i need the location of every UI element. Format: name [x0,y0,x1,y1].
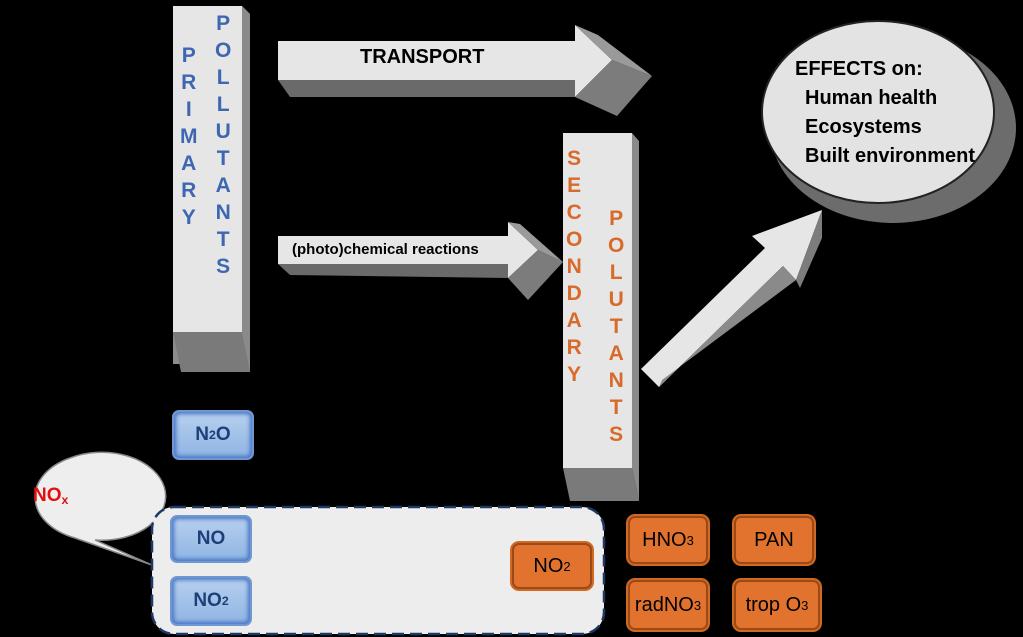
effects-item-ecosystems: Ecosystems [805,116,922,138]
effects-item-built: Built environment [805,145,976,167]
secondary-col1-letter: D [566,282,582,305]
hno3-a: HNO [642,528,687,551]
primary-col1-letter: A [181,152,197,175]
n2o-sub: 2 [209,428,216,442]
secondary-col1-letter: E [567,174,582,197]
reactions-label: (photo)chemical reactions [292,241,479,258]
effects-text: EFFECTS on: Human health Ecosystems Buil… [795,55,975,171]
primary-col2-letter: L [216,66,230,89]
secondary-col1-letter: R [566,336,582,359]
no2p-a: NO [193,590,222,611]
nox-sub: x [61,493,69,508]
effects-ellipse [761,20,995,204]
secondary-col1-letter: O [566,228,583,251]
transport-top-label: TRANSPORT [360,46,485,68]
nox-main: NO [33,485,62,506]
primary-col1-letter: Y [181,206,196,229]
secondary-col1-letter: N [566,255,582,278]
primary-col2-letter: A [215,174,231,197]
primary-col2-letter: O [215,39,232,62]
primary-col1-letter: R [181,71,197,94]
hno3-sub: 3 [686,532,694,548]
primary-col2-letter: U [215,120,231,143]
species-pan: PAN [734,516,814,564]
secondary-pillar [563,133,632,468]
tropo3-a: trop O [745,593,802,616]
tropo3-sub: 3 [801,597,809,613]
pan-text: PAN [754,528,794,551]
secondary-col2-letter: L [609,261,623,284]
primary-col2-letter: T [216,228,230,251]
species-no: NO [170,515,252,563]
primary-col2-letter: L [216,93,230,116]
no-text: NO [196,528,226,549]
secondary-col1-letter: A [566,309,582,332]
secondary-col2-letter: T [609,396,623,419]
effects-item-health: Human health [805,87,938,109]
primary-col1-letter: P [181,44,196,67]
nox-callout [34,451,167,566]
secondary-col2-letter: N [608,369,624,392]
n2o-a: N [195,424,210,445]
primary-col2-letter: S [216,255,231,278]
secondary-col2-letter: O [608,234,625,257]
no2p-sub: 2 [221,594,229,608]
primary-col1-letter: I [185,98,192,121]
effects-title: EFFECTS on: [795,58,923,80]
transport-arrow-diagonal [641,210,822,387]
no2s-a: NO [533,554,564,577]
nox-group-box [150,505,606,636]
secondary-col2-letter: U [608,288,624,311]
primary-pillar [173,6,242,332]
primary-col1-letter: R [181,179,197,202]
secondary-col1-letter: C [566,201,582,224]
primary-col2-letter: P [216,12,231,35]
no2s-sub: 2 [563,558,571,574]
nox-label: NOx [33,485,68,507]
primary-col1-letter: M [180,125,198,148]
secondary-col2-letter: S [609,423,624,446]
secondary-col2-letter: T [609,315,623,338]
primary-col2-letter: T [216,147,230,170]
n2o-b: O [215,424,231,445]
radno3-sub: 3 [693,597,702,613]
secondary-col2-letter: A [608,342,624,365]
radno3-a: radNO [634,593,694,616]
secondary-col1-letter: S [567,147,582,170]
secondary-col1-letter: Y [567,363,582,386]
transport-arrow-top [278,25,612,97]
secondary-col2-letter: P [609,207,624,230]
primary-col2-letter: N [215,201,231,224]
